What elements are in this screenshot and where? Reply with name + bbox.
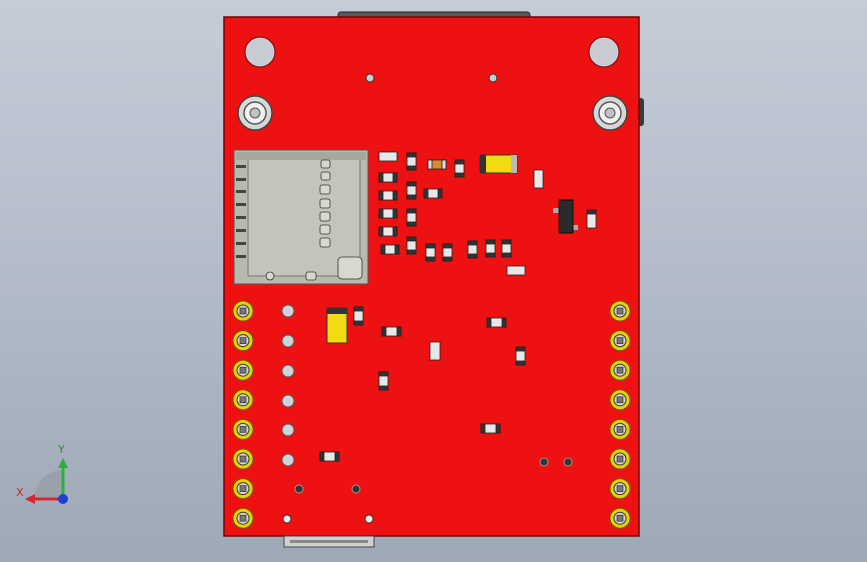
smd-components-cluster xyxy=(378,151,597,276)
header-pin xyxy=(232,448,254,470)
sd-card-icon xyxy=(233,149,369,285)
y-axis-arrow-head xyxy=(58,458,68,468)
bottom-connector xyxy=(283,535,375,548)
standoff-right xyxy=(592,95,628,131)
header-pin xyxy=(232,300,254,322)
header-pin xyxy=(609,359,631,381)
mounting-hole-top-left xyxy=(244,36,276,68)
triad-gray-wedge xyxy=(34,470,63,499)
x-axis-label: X xyxy=(16,486,24,499)
header-pin xyxy=(232,418,254,440)
header-pin xyxy=(232,478,254,500)
header-pin xyxy=(609,300,631,322)
header-pin xyxy=(609,507,631,529)
axis-triad[interactable] xyxy=(25,458,68,504)
header-pins-right xyxy=(609,300,631,529)
header-pin xyxy=(609,448,631,470)
sot23-icon xyxy=(553,199,578,234)
header-pins-left xyxy=(232,300,254,529)
tantalum-capacitor xyxy=(479,154,518,174)
header-pin xyxy=(232,359,254,381)
header-pin xyxy=(232,389,254,411)
header-pin xyxy=(609,478,631,500)
header-pin xyxy=(609,389,631,411)
via-column xyxy=(281,304,295,467)
x-axis-arrow-head xyxy=(25,494,35,504)
smd-components-middle xyxy=(319,306,526,462)
header-pin xyxy=(232,330,254,352)
header-pin xyxy=(232,507,254,529)
mounting-hole-top-right xyxy=(588,36,620,68)
y-axis-label: Y xyxy=(58,443,65,456)
header-pin xyxy=(609,330,631,352)
via xyxy=(488,73,498,83)
standoff-left xyxy=(237,95,273,131)
z-axis-dot xyxy=(58,494,68,504)
header-pin xyxy=(609,418,631,440)
via xyxy=(365,73,375,83)
small-vias xyxy=(282,457,573,524)
tantalum-capacitor xyxy=(326,307,348,344)
